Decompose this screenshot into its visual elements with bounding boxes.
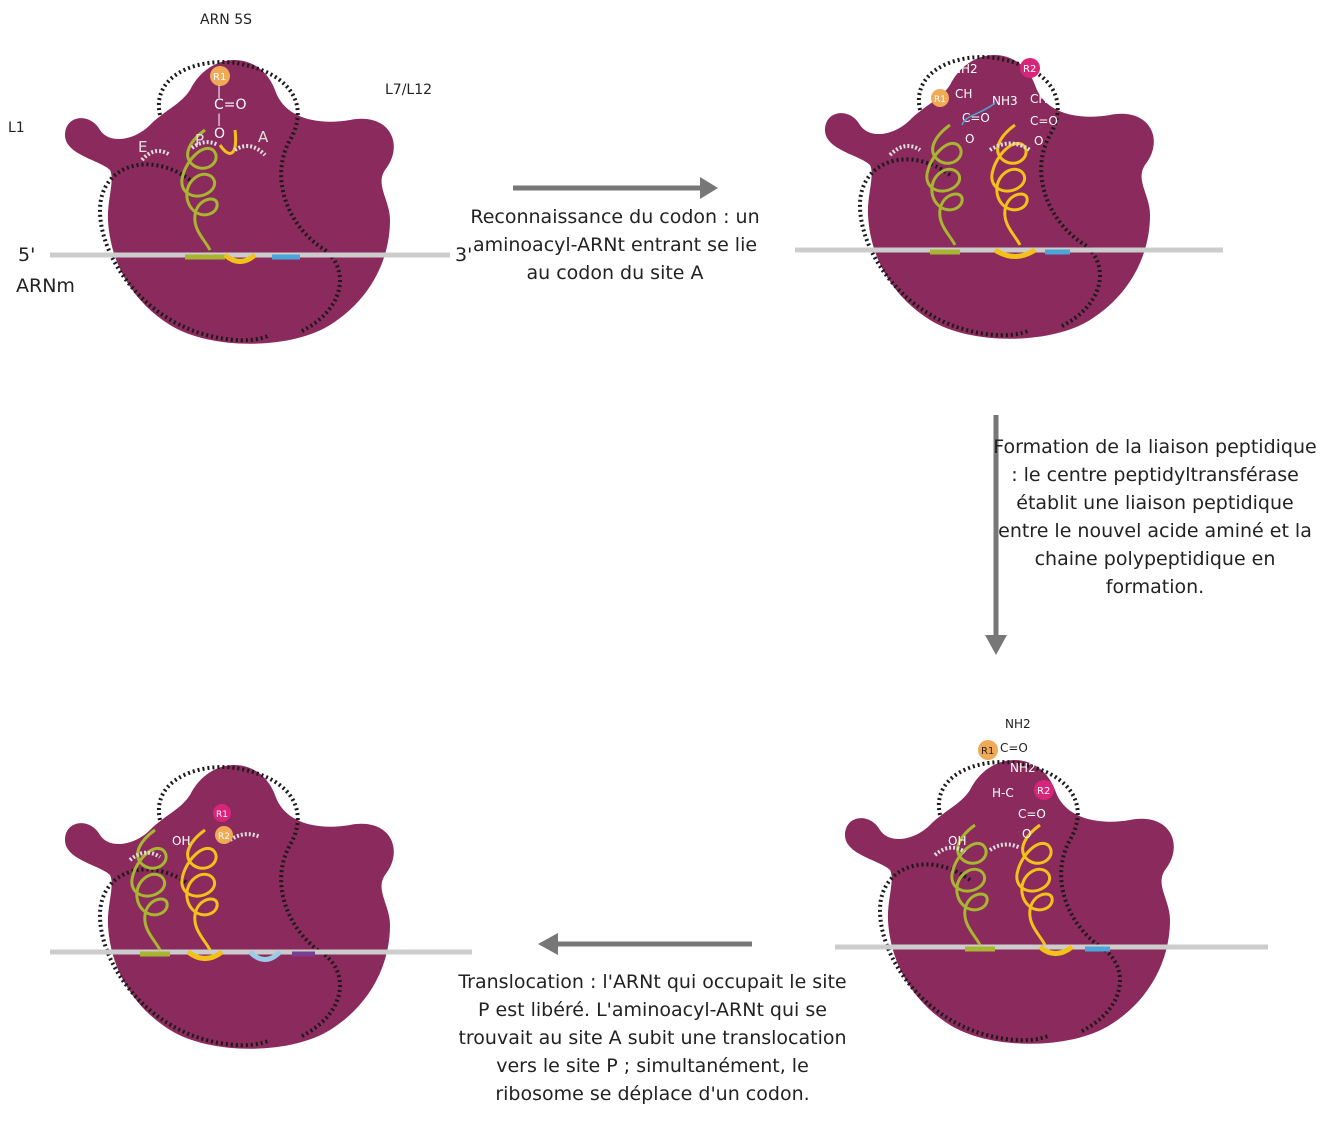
oxygen-label-2: O xyxy=(1034,134,1043,148)
nh2-label: NH2 xyxy=(952,62,978,76)
site-e-label: E xyxy=(138,138,147,156)
nh2-label-2: NH2 xyxy=(1010,761,1036,775)
ribosome-panel-4: OH R1 R2 xyxy=(50,765,472,1049)
carbonyl-label: C=O xyxy=(214,97,247,113)
ch-label-1: CH xyxy=(955,87,972,101)
site-a-label: A xyxy=(258,128,269,146)
arrow-right-step1 xyxy=(513,177,718,199)
carbonyl-label-top: C=O xyxy=(1000,741,1028,755)
arrow-left-step3 xyxy=(538,933,752,955)
oxygen-label: O xyxy=(214,126,225,142)
carbonyl-label-2: C=O xyxy=(1030,114,1058,128)
ribosome-body xyxy=(845,760,1174,1044)
l1-label: L1 xyxy=(8,120,25,136)
ribosome-panel-2: R1 R2 NH2 CH C=O O NH3 CH C=O O xyxy=(795,55,1223,339)
oh-label: OH xyxy=(948,834,966,848)
arn5s-label: ARN 5S xyxy=(200,12,252,28)
carbonyl-label-2: C=O xyxy=(1018,807,1046,821)
r1-label: R1 xyxy=(216,810,228,820)
oh-label: OH xyxy=(172,834,190,848)
vbar-2: | xyxy=(217,112,221,126)
site-p-label: P xyxy=(195,131,204,149)
oxygen-label-1: O xyxy=(965,132,974,146)
r1-label: R1 xyxy=(934,95,946,105)
step-recognition-caption: Reconnaissance du codon : un aminoacyl-A… xyxy=(470,203,760,287)
r1-label: R1 xyxy=(213,72,226,83)
five-prime-label: 5' xyxy=(18,244,35,266)
r2-label: R2 xyxy=(218,832,230,842)
r1-label: R1 xyxy=(981,746,994,757)
step-translocation-caption: Translocation : l'ARNt qui occupait le s… xyxy=(455,968,850,1108)
nh3-label: NH3 xyxy=(992,94,1018,108)
r2-label: R2 xyxy=(1037,786,1050,797)
ribosome-body xyxy=(65,765,394,1049)
hc-label: H-C xyxy=(992,786,1014,800)
l7l12-label: L7/L12 xyxy=(385,82,432,98)
step-peptide-bond-caption: Formation de la liaison peptidique : le … xyxy=(990,433,1320,601)
vbar-1: | xyxy=(217,84,221,98)
ribosome-body xyxy=(825,55,1154,339)
r2-label: R2 xyxy=(1023,64,1036,75)
ch-label-2: CH xyxy=(1030,92,1047,106)
nh2-top-label: NH2 xyxy=(1005,717,1031,731)
oxygen-label: O xyxy=(1022,827,1031,841)
arnm-label: ARNm xyxy=(16,275,75,297)
ribosome-panel-3: OH NH2 R1 C=O NH2 H-C R2 C=O O xyxy=(835,717,1268,1044)
ribosome-panel-1: E P A R1 | C=O | O ARN 5S L7/L12 L1 5' 3… xyxy=(8,12,472,344)
